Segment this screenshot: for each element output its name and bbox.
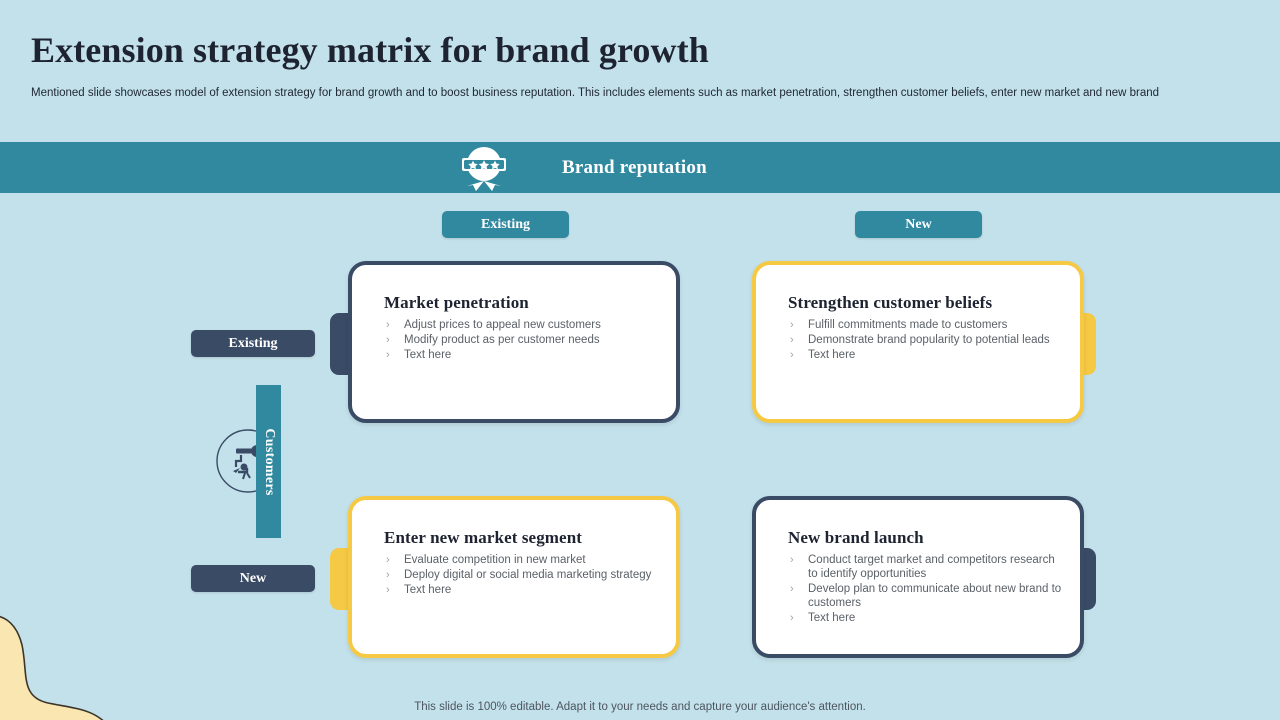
list-item-text: Modify product as per customer needs	[404, 334, 600, 346]
list-item-text: Evaluate competition in new market	[404, 554, 586, 566]
chevron-right-icon: ›	[386, 349, 390, 361]
customers-axis-bar: Customers	[256, 385, 281, 538]
decorative-blob	[0, 615, 104, 720]
list-item: › Evaluate competition in new market	[384, 553, 658, 567]
band-title: Brand reputation	[562, 156, 707, 178]
row-header-new-label: New	[239, 570, 267, 586]
row-header-new[interactable]: New	[191, 565, 315, 592]
column-header-new-label: New	[905, 216, 932, 232]
chevron-right-icon: ›	[790, 612, 794, 624]
footer-note: This slide is 100% editable. Adapt it to…	[414, 701, 866, 713]
list-item-text: Text here	[404, 349, 452, 361]
card-bullet-list: › Conduct target market and competitors r…	[788, 553, 1062, 625]
chevron-right-icon: ›	[386, 334, 390, 346]
list-item-text: Text here	[808, 612, 856, 624]
card-strengthen-customer-beliefs[interactable]: Strengthen customer beliefs › Fulfill com…	[752, 261, 1084, 423]
list-item: › Modify product as per customer needs	[384, 333, 658, 347]
list-item-text: Text here	[404, 584, 452, 596]
brand-reputation-band: Brand reputation	[0, 142, 1280, 193]
chevron-right-icon: ›	[386, 584, 390, 596]
chevron-right-icon: ›	[790, 319, 794, 331]
list-item: › Demonstrate brand popularity to potenti…	[788, 333, 1062, 347]
page-title: Extension strategy matrix for brand grow…	[31, 30, 709, 70]
list-item: › Develop plan to communicate about new b…	[788, 582, 1062, 610]
card-title: Market penetration	[384, 293, 529, 312]
row-header-existing-label: Existing	[228, 335, 278, 351]
list-item: › Text here	[384, 348, 658, 362]
card-bullet-list: › Adjust prices to appeal new customers ›…	[384, 318, 658, 362]
list-item-text: Develop plan to communicate about new br…	[808, 583, 1062, 609]
list-item: › Deploy digital or social media marketin…	[384, 568, 658, 582]
chevron-right-icon: ›	[386, 554, 390, 566]
list-item: › Fulfill commitments made to customers	[788, 318, 1062, 332]
list-item-text: Conduct target market and competitors re…	[808, 554, 1055, 580]
card-title: Enter new market segment	[384, 528, 583, 547]
chevron-right-icon: ›	[386, 319, 390, 331]
customers-axis-label: Customers	[261, 427, 277, 496]
page-subtitle: Mentioned slide showcases model of exten…	[31, 87, 1160, 99]
list-item: › Adjust prices to appeal new customers	[384, 318, 658, 332]
card-title: New brand launch	[788, 528, 924, 547]
card-enter-new-market-segment[interactable]: Enter new market segment › Evaluate compe…	[348, 496, 680, 658]
column-header-new[interactable]: New	[855, 211, 982, 238]
list-item-text: Fulfill commitments made to customers	[808, 319, 1008, 331]
chevron-right-icon: ›	[790, 554, 794, 566]
list-item: › Text here	[384, 583, 658, 597]
card-market-penetration[interactable]: Market penetration › Adjust prices to app…	[348, 261, 680, 423]
list-item-text: Text here	[808, 349, 856, 361]
column-header-existing-label: Existing	[480, 216, 530, 232]
list-item-text: Deploy digital or social media marketing…	[404, 569, 652, 581]
list-item: › Conduct target market and competitors r…	[788, 553, 1062, 581]
card-bullet-list: › Evaluate competition in new market › Dep…	[384, 553, 658, 597]
row-header-existing[interactable]: Existing	[191, 330, 315, 357]
list-item-text: Demonstrate brand popularity to potentia…	[808, 334, 1050, 346]
card-title: Strengthen customer beliefs	[788, 293, 993, 312]
badge-ribbon-icon	[462, 147, 506, 191]
column-header-existing[interactable]: Existing	[442, 211, 569, 238]
list-item: › Text here	[788, 611, 1062, 625]
list-item-text: Adjust prices to appeal new customers	[404, 319, 601, 331]
chevron-right-icon: ›	[790, 583, 794, 595]
chevron-right-icon: ›	[386, 569, 390, 581]
card-bullet-list: › Fulfill commitments made to customers ›…	[788, 318, 1062, 362]
chevron-right-icon: ›	[790, 349, 794, 361]
chevron-right-icon: ›	[790, 334, 794, 346]
card-new-brand-launch[interactable]: New brand launch › Conduct target market …	[752, 496, 1084, 658]
list-item: › Text here	[788, 348, 1062, 362]
